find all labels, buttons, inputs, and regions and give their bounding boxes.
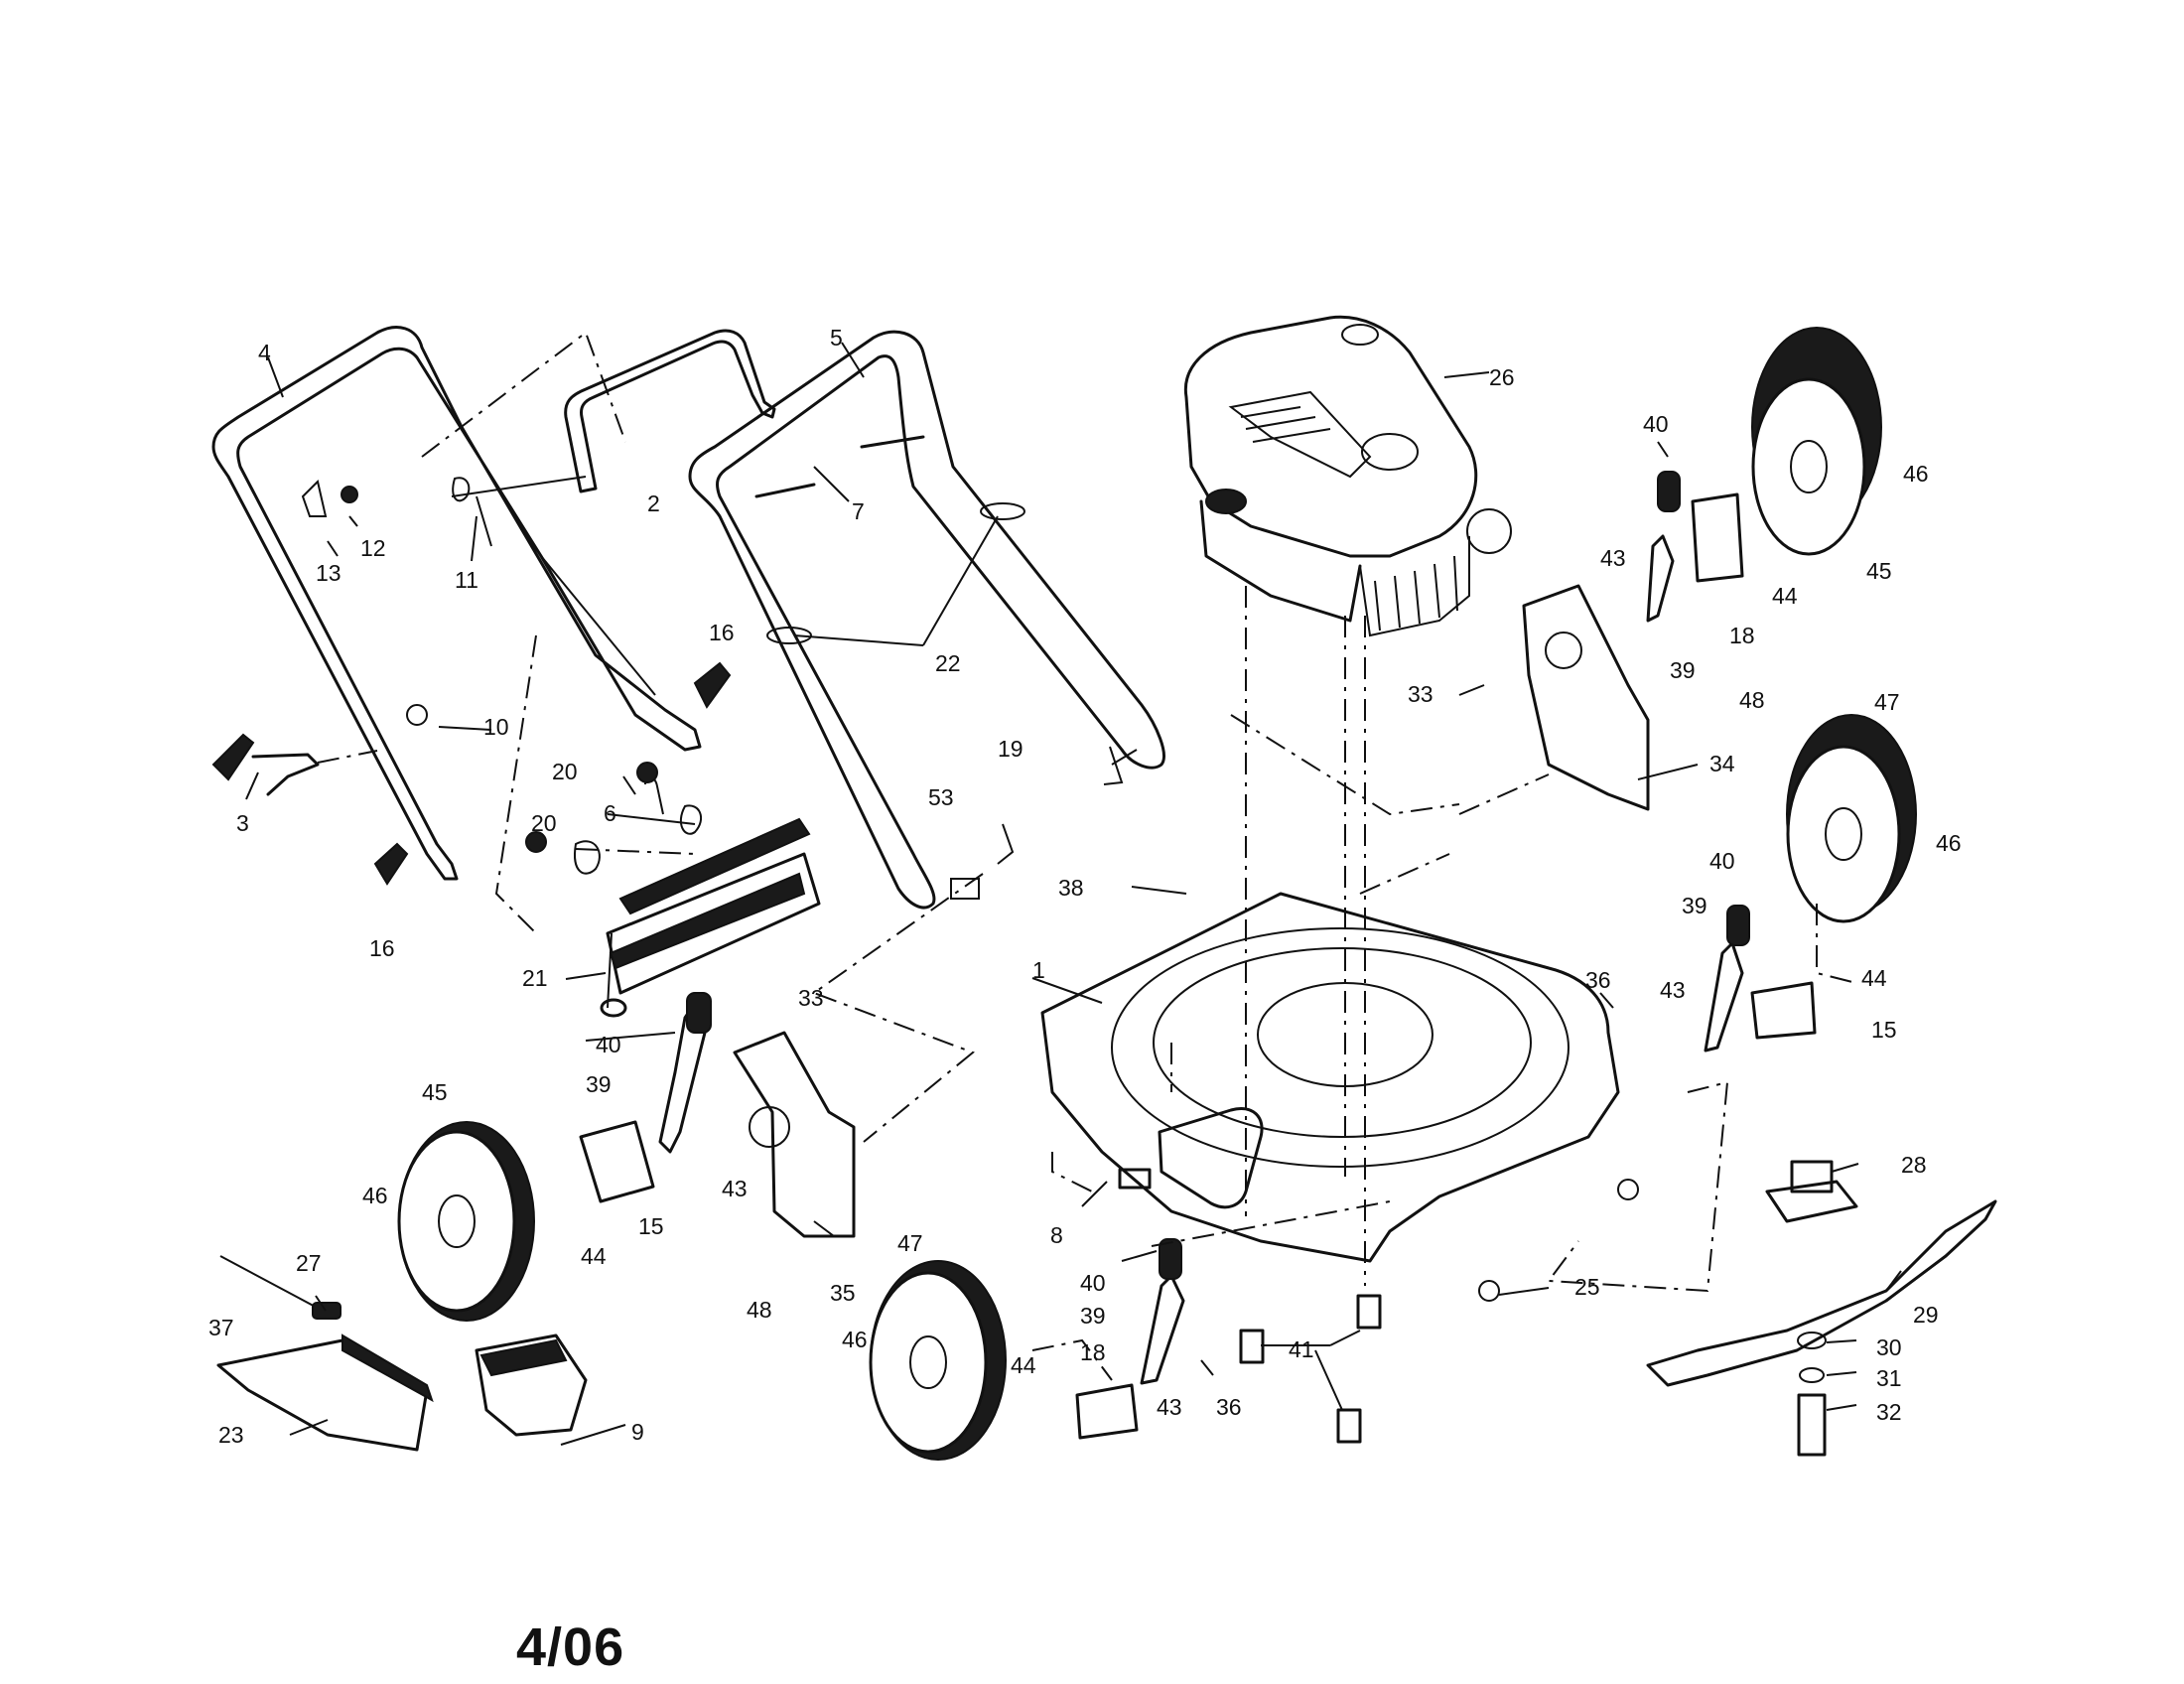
callout-44c: 44 <box>581 1243 607 1269</box>
mower-deck-part <box>1040 892 1620 1263</box>
callout-40a: 40 <box>1643 411 1669 437</box>
callout-20b: 20 <box>531 810 557 836</box>
callout-12: 12 <box>360 535 386 561</box>
callout-20a: 20 <box>552 759 578 784</box>
callout-43d: 43 <box>1157 1394 1182 1420</box>
callout-26: 26 <box>1489 364 1515 390</box>
wheel-parts <box>397 327 1917 1461</box>
callout-2: 2 <box>647 491 660 516</box>
callout-46b: 46 <box>1936 830 1962 856</box>
callout-11: 11 <box>455 567 478 593</box>
callout-44b: 44 <box>1861 965 1887 991</box>
callout-41: 41 <box>1289 1336 1314 1362</box>
callout-33a: 33 <box>1408 681 1433 707</box>
discharge-chute-parts <box>216 1255 588 1452</box>
callout-4: 4 <box>258 340 271 365</box>
engine-part <box>1183 315 1512 637</box>
callout-15b: 15 <box>638 1213 664 1239</box>
upper-handle-part <box>211 326 702 881</box>
height-adjuster-plate-part <box>733 584 1650 1238</box>
callout-48b: 48 <box>747 1297 772 1323</box>
callout-48a: 48 <box>1739 687 1765 713</box>
callout-18a: 18 <box>1729 623 1755 648</box>
callout-53: 53 <box>928 784 954 810</box>
callout-39d: 39 <box>1080 1303 1106 1329</box>
callout-45a: 45 <box>1866 558 1892 584</box>
callout-44d: 44 <box>1011 1352 1036 1378</box>
callout-6: 6 <box>604 800 616 826</box>
callout-44a: 44 <box>1772 583 1798 609</box>
bolt-parts <box>1118 1168 1639 1444</box>
small-hardware-parts <box>211 435 1124 900</box>
control-bail-part <box>564 329 776 493</box>
callout-46a: 46 <box>1903 461 1929 487</box>
callout-40d: 40 <box>1080 1270 1106 1296</box>
callout-5: 5 <box>830 325 843 351</box>
callout-21: 21 <box>522 965 548 991</box>
callout-3: 3 <box>236 810 249 836</box>
callout-18b: 18 <box>1080 1339 1106 1365</box>
callout-13: 13 <box>316 560 341 586</box>
callout-47a: 47 <box>1874 689 1900 715</box>
callout-36a: 36 <box>1585 967 1611 993</box>
lower-handle-part <box>688 330 1165 910</box>
callout-46c: 46 <box>362 1183 388 1208</box>
callout-19: 19 <box>998 736 1024 762</box>
date-code: 4/06 <box>516 1617 625 1677</box>
callout-43b: 43 <box>1660 977 1686 1003</box>
callout-16b: 16 <box>369 935 395 961</box>
callout-40c: 40 <box>596 1032 621 1057</box>
adjuster-lever-parts <box>658 471 1750 1385</box>
callout-25: 25 <box>1574 1274 1600 1300</box>
callout-28: 28 <box>1901 1152 1927 1178</box>
callout-43a: 43 <box>1600 545 1626 571</box>
callout-39c: 39 <box>586 1071 612 1097</box>
callout-35: 35 <box>830 1280 856 1306</box>
callout-1: 1 <box>1032 957 1045 983</box>
callout-23: 23 <box>218 1422 244 1448</box>
callout-33b: 33 <box>798 985 824 1011</box>
callout-15a: 15 <box>1871 1017 1897 1043</box>
callout-8: 8 <box>1050 1222 1063 1248</box>
callout-32: 32 <box>1876 1399 1902 1425</box>
callout-38: 38 <box>1058 875 1084 901</box>
callout-39b: 39 <box>1682 893 1707 918</box>
callout-39a: 39 <box>1670 657 1696 683</box>
callout-9: 9 <box>631 1419 644 1445</box>
callout-29: 29 <box>1913 1302 1939 1328</box>
callout-37: 37 <box>208 1315 234 1340</box>
callout-leader-lines <box>245 342 1902 1446</box>
rear-flap-part <box>600 817 821 1018</box>
callout-27: 27 <box>296 1250 322 1276</box>
callout-36b: 36 <box>1216 1394 1242 1420</box>
callout-43c: 43 <box>722 1176 748 1201</box>
callout-31: 31 <box>1876 1365 1902 1391</box>
callout-45b: 45 <box>422 1079 448 1105</box>
assembly-leaders <box>421 331 1857 1381</box>
callout-34: 34 <box>1709 751 1735 776</box>
blade-part <box>1646 1160 1997 1457</box>
callout-47b: 47 <box>897 1230 923 1256</box>
callout-46d: 46 <box>842 1327 868 1352</box>
callout-40b: 40 <box>1709 848 1735 874</box>
callout-30: 30 <box>1876 1334 1902 1360</box>
axle-bracket-parts <box>579 492 1817 1440</box>
callout-7: 7 <box>852 498 865 524</box>
callout-16a: 16 <box>709 620 735 645</box>
callout-22: 22 <box>935 650 961 676</box>
callout-10: 10 <box>483 714 509 740</box>
